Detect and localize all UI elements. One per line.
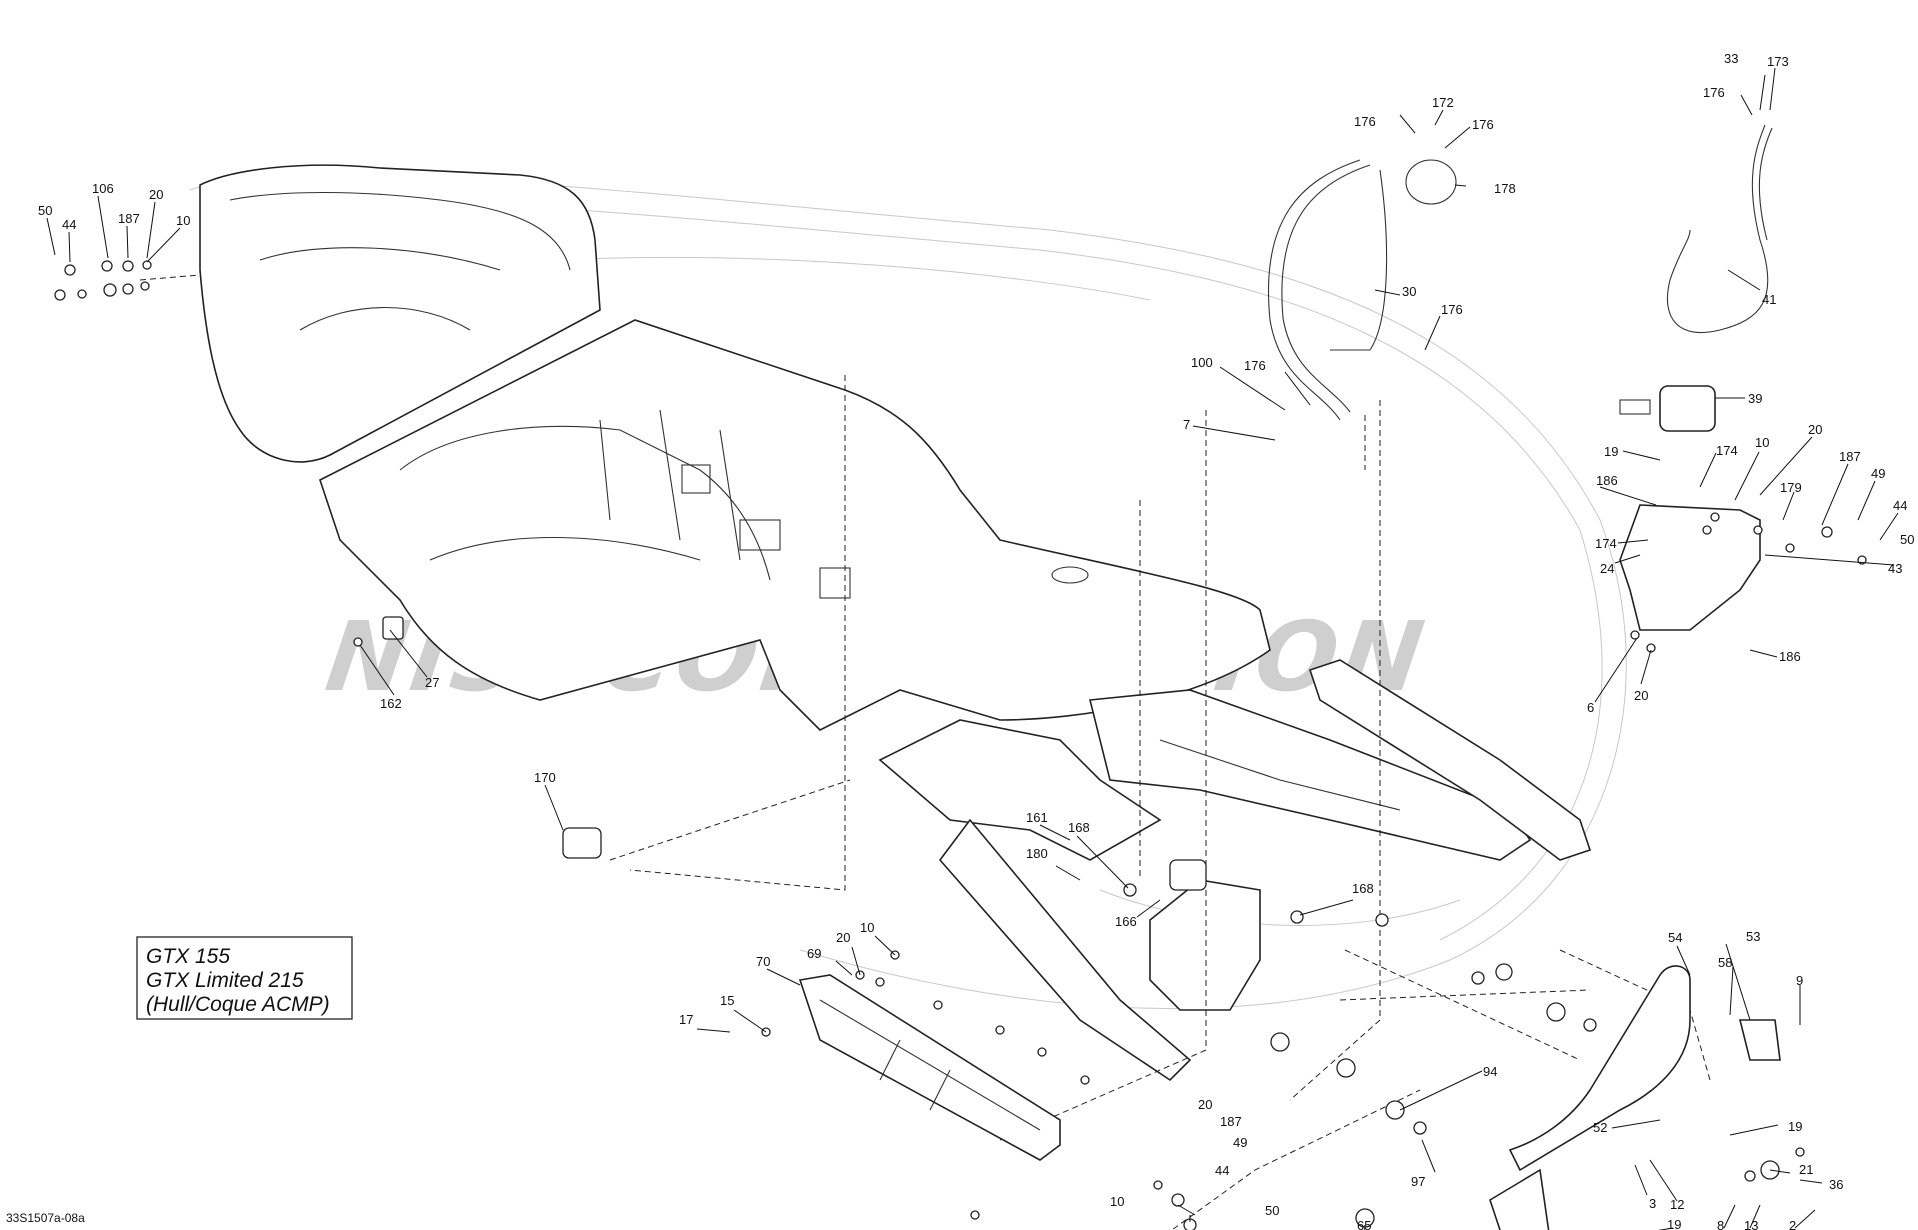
model-line-3: (Hull/Coque ACMP): [146, 993, 330, 1016]
callout-labels: 50 44 106 187 20 10 176 172 176 178 30 1…: [38, 51, 1914, 1230]
callout-168: 168: [1352, 881, 1374, 896]
callout-50: 50: [1900, 532, 1914, 547]
callout-44: 44: [62, 217, 76, 232]
callout-52: 52: [1593, 1120, 1607, 1135]
callout-162: 162: [380, 696, 402, 711]
callout-3: 3: [1649, 1196, 1656, 1211]
callout-20: 20: [1198, 1097, 1212, 1112]
callout-17: 17: [679, 1012, 693, 1027]
callout-39: 39: [1748, 391, 1762, 406]
callout-100: 100: [1191, 355, 1213, 370]
callout-176: 176: [1472, 117, 1494, 132]
callout-187: 187: [1220, 1114, 1242, 1129]
callout-10: 10: [1755, 435, 1769, 450]
callout-168: 168: [1068, 820, 1090, 835]
handle-base-52: [1489, 1168, 1550, 1230]
clamp-ring-178: [1405, 159, 1457, 205]
callout-166: 166: [1115, 914, 1137, 929]
callout-10: 10: [860, 920, 874, 935]
callout-172: 172: [1432, 95, 1454, 110]
callout-15: 15: [720, 993, 734, 1008]
bracket-43: [1619, 504, 1761, 631]
hardware-group: [54, 260, 1867, 1230]
callout-21: 21: [1799, 1162, 1813, 1177]
module-39: [1619, 385, 1716, 432]
callout-27: 27: [425, 675, 439, 690]
callout-170: 170: [534, 770, 556, 785]
callout-176: 176: [1244, 358, 1266, 373]
callout-7: 7: [1183, 417, 1190, 432]
callout-33: 33: [1724, 51, 1738, 66]
callout-20: 20: [1808, 422, 1822, 437]
callout-10: 10: [176, 213, 190, 228]
callout-49: 49: [1233, 1135, 1247, 1150]
callout-178: 178: [1494, 181, 1516, 196]
callout-161: 161: [1026, 810, 1048, 825]
callout-69: 69: [807, 946, 821, 961]
callout-8: 8: [1717, 1218, 1724, 1230]
callout-19: 19: [1667, 1217, 1681, 1230]
vent-hose-30: [1268, 159, 1388, 421]
callout-9: 9: [1796, 973, 1803, 988]
callout-50: 50: [1265, 1203, 1279, 1218]
callout-176: 176: [1354, 114, 1376, 129]
callout-54: 54: [1668, 930, 1682, 945]
callout-24: 24: [1600, 561, 1614, 576]
callout-70: 70: [756, 954, 770, 969]
callout-2: 2: [1789, 1218, 1796, 1230]
callout-94: 94: [1483, 1064, 1497, 1079]
callout-49: 49: [1871, 466, 1885, 481]
callout-97: 97: [1411, 1174, 1425, 1189]
callout-174: 174: [1716, 443, 1738, 458]
callout-187: 187: [118, 211, 140, 226]
sponson-70: [798, 974, 1061, 1161]
plate-53: [1738, 1019, 1781, 1061]
document-code: 33S1507a-08a: [6, 1211, 85, 1225]
callout-180: 180: [1026, 846, 1048, 861]
callout-19: 19: [1604, 444, 1618, 459]
callout-106: 106: [92, 181, 114, 196]
callout-179: 179: [1780, 480, 1802, 495]
leader-lines: [46, 67, 1899, 1230]
callout-44: 44: [1893, 498, 1907, 513]
model-legend-box: GTX 155 GTX Limited 215 (Hull/Coque ACMP…: [136, 936, 353, 1020]
callout-186: 186: [1596, 473, 1618, 488]
callout-20: 20: [1634, 688, 1648, 703]
callout-30: 30: [1402, 284, 1416, 299]
callout-174: 174: [1595, 536, 1617, 551]
callout-41: 41: [1762, 292, 1776, 307]
model-line-2: GTX Limited 215: [146, 969, 304, 992]
callout-10: 10: [1110, 1194, 1124, 1209]
callout-19: 19: [1788, 1119, 1802, 1134]
grab-handle-54: [1508, 965, 1691, 1172]
callout-65: 65: [1357, 1218, 1371, 1230]
callout-13: 13: [1744, 1218, 1758, 1230]
callout-187: 187: [1839, 449, 1861, 464]
model-line-1: GTX 155: [146, 945, 230, 968]
callout-186: 186: [1779, 649, 1801, 664]
callout-176: 176: [1441, 302, 1463, 317]
callout-20: 20: [149, 187, 163, 202]
callout-12: 12: [1670, 1197, 1684, 1212]
callout-173: 173: [1767, 54, 1789, 69]
callout-36: 36: [1829, 1177, 1843, 1192]
callout-53: 53: [1746, 929, 1760, 944]
callout-176: 176: [1703, 85, 1725, 100]
callout-44: 44: [1215, 1163, 1229, 1178]
callout-50: 50: [38, 203, 52, 218]
callout-6: 6: [1587, 700, 1594, 715]
callout-58: 58: [1718, 955, 1732, 970]
callout-43: 43: [1888, 561, 1902, 576]
callout-20: 20: [836, 930, 850, 945]
hose-41: [1666, 124, 1773, 334]
